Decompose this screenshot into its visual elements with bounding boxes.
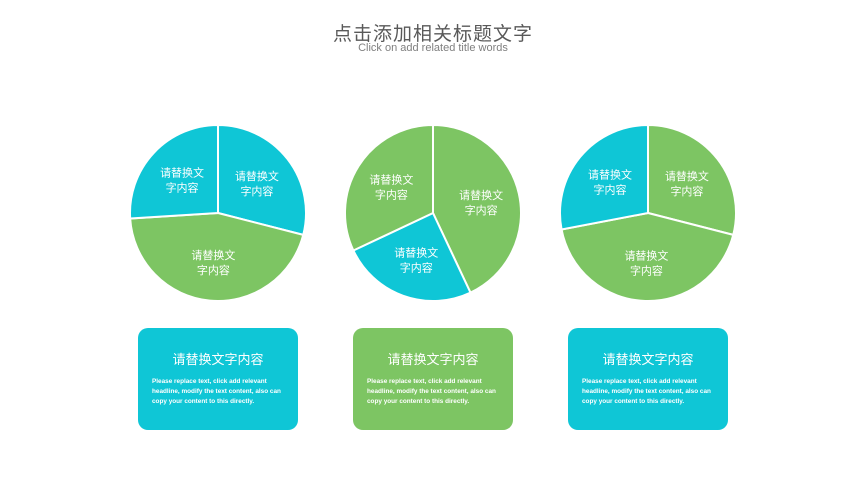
page-subtitle: Click on add related title words xyxy=(358,42,508,54)
card-title: 请替换文字内容 xyxy=(387,353,479,368)
info-card-right: 请替换文字内容 Please replace text, click add r… xyxy=(568,328,728,430)
pie-slice-label-2: 请替换文字内容 xyxy=(588,168,632,197)
pie-slice-label-1: 请替换文字内容 xyxy=(394,245,438,274)
pie-slice-2 xyxy=(129,123,219,220)
pie-slice-0 xyxy=(217,123,307,237)
page-title: 点击添加相关标题文字 xyxy=(332,23,533,45)
pie-slice-1 xyxy=(129,211,305,302)
pie-slice-label-2: 请替换文字内容 xyxy=(369,173,413,202)
pie-slice-1 xyxy=(560,211,735,302)
card-text: Please replace text, click add relevant … xyxy=(152,378,281,405)
pie-slice-2 xyxy=(559,123,649,231)
card-text: Please replace text, click add relevant … xyxy=(367,378,496,405)
pie-slice-0 xyxy=(432,123,522,294)
card-text: Please replace text, click add relevant … xyxy=(582,378,711,405)
pie-slice-1 xyxy=(352,211,472,302)
info-card-center: 请替换文字内容 Please replace text, click add r… xyxy=(353,328,513,430)
pie-slice-label-0: 请替换文字内容 xyxy=(235,169,279,198)
card-title: 请替换文字内容 xyxy=(602,353,694,368)
pie-slice-label-1: 请替换文字内容 xyxy=(624,248,668,277)
pie-slice-label-0: 请替换文字内容 xyxy=(459,188,503,217)
pie-slice-2 xyxy=(344,123,434,252)
pie-slice-0 xyxy=(647,123,737,237)
pie-slice-label-1: 请替换文字内容 xyxy=(191,248,235,277)
card-title: 请替换文字内容 xyxy=(172,353,264,368)
info-card-left: 请替换文字内容 Please replace text, click add r… xyxy=(138,328,298,430)
pie-slice-label-0: 请替换文字内容 xyxy=(665,169,709,198)
pie-slice-label-2: 请替换文字内容 xyxy=(160,165,204,194)
